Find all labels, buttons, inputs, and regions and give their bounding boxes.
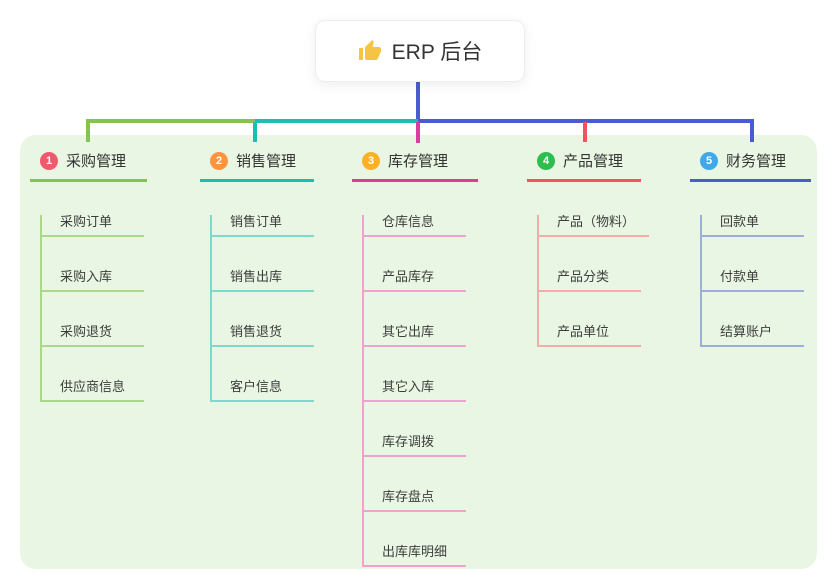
branch-label: 采购管理: [66, 153, 127, 170]
branch-node-inventory[interactable]: 3 库存管理: [352, 148, 478, 182]
thumbs-up-icon: [358, 39, 382, 63]
branch-finance: 5 财务管理 回款单 付款单 结算账户: [690, 148, 811, 347]
child-node[interactable]: 产品（物料）: [539, 215, 650, 237]
child-node[interactable]: 产品分类: [539, 270, 641, 292]
child-node[interactable]: 其它出库: [364, 325, 466, 347]
child-node[interactable]: 其它入库: [364, 380, 466, 402]
badge-2: 2: [210, 151, 228, 170]
connector-root-drop: [416, 82, 420, 122]
connector-drop-product: [583, 122, 587, 142]
child-node[interactable]: 采购订单: [42, 215, 144, 237]
branch-inventory: 3 库存管理 仓库信息 产品库存 其它出库 其它入库 库存调拨 库存盘点 出库库…: [352, 148, 478, 567]
branch-label: 产品管理: [563, 153, 624, 170]
child-node[interactable]: 客户信息: [212, 380, 314, 402]
connector-bus-sales: [255, 119, 418, 123]
child-node[interactable]: 销售出库: [212, 270, 314, 292]
connector-drop-finance: [750, 119, 754, 142]
badge-4: 4: [537, 151, 555, 170]
child-node[interactable]: 销售退货: [212, 325, 314, 347]
child-node[interactable]: 出库库明细: [364, 545, 466, 567]
branch-node-sales[interactable]: 2 销售管理: [200, 148, 314, 182]
connector-bus-finance: [418, 119, 754, 123]
badge-3: 3: [362, 151, 380, 170]
child-node[interactable]: 仓库信息: [364, 215, 466, 237]
branch-children: 采购订单 采购入库 采购退货 供应商信息: [40, 215, 144, 402]
child-node[interactable]: 库存调拨: [364, 435, 466, 457]
child-node[interactable]: 结算账户: [702, 325, 804, 347]
root-node-erp[interactable]: ERP 后台: [315, 20, 525, 82]
branch-product: 4 产品管理 产品（物料） 产品分类 产品单位: [527, 148, 650, 347]
branch-sales: 2 销售管理 销售订单 销售出库 销售退货 客户信息: [200, 148, 314, 402]
branch-label: 库存管理: [388, 153, 449, 170]
connector-drop-inventory: [416, 122, 420, 143]
child-node[interactable]: 付款单: [702, 270, 804, 292]
mindmap-panel: [20, 135, 817, 569]
connector-drop-purchase: [86, 119, 90, 142]
child-node[interactable]: 产品单位: [539, 325, 641, 347]
child-node[interactable]: 回款单: [702, 215, 804, 237]
branch-node-finance[interactable]: 5 财务管理: [690, 148, 811, 182]
branch-label: 财务管理: [726, 153, 787, 170]
connector-bus-purchase: [86, 119, 255, 123]
child-node[interactable]: 采购入库: [42, 270, 144, 292]
child-node[interactable]: 供应商信息: [42, 380, 144, 402]
root-node-label: ERP 后台: [391, 41, 483, 64]
branch-node-purchase[interactable]: 1 采购管理: [30, 148, 147, 182]
branch-children: 仓库信息 产品库存 其它出库 其它入库 库存调拨 库存盘点 出库库明细: [362, 215, 466, 567]
branch-label: 销售管理: [236, 153, 297, 170]
branch-purchase: 1 采购管理 采购订单 采购入库 采购退货 供应商信息: [30, 148, 147, 402]
child-node[interactable]: 产品库存: [364, 270, 466, 292]
branch-children: 产品（物料） 产品分类 产品单位: [537, 215, 650, 347]
branch-node-product[interactable]: 4 产品管理: [527, 148, 641, 182]
connector-drop-sales: [253, 122, 257, 142]
child-node[interactable]: 库存盘点: [364, 490, 466, 512]
child-node[interactable]: 采购退货: [42, 325, 144, 347]
badge-1: 1: [40, 151, 58, 170]
branch-children: 销售订单 销售出库 销售退货 客户信息: [210, 215, 314, 402]
branch-children: 回款单 付款单 结算账户: [700, 215, 804, 347]
badge-5: 5: [700, 151, 718, 170]
child-node[interactable]: 销售订单: [212, 215, 314, 237]
